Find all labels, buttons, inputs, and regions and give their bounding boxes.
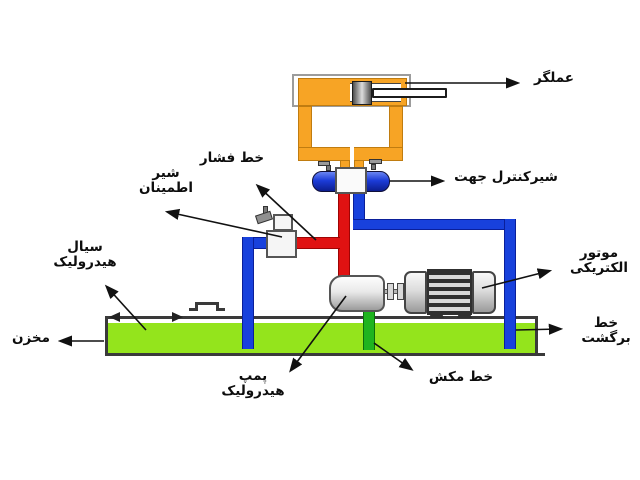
directional-valve-right-cap [364, 171, 390, 192]
label-pump-line2: هیدرولیک [221, 383, 285, 400]
pressure-pipe-vertical [338, 192, 350, 277]
label-pump-line1: پمپ [238, 368, 268, 384]
return-pipe-vertical [504, 219, 516, 349]
label-return-line-line1: خط [593, 315, 619, 331]
breather-cap-icon [195, 302, 219, 305]
label-directional-valve: شیرکنترل جهت [454, 169, 558, 185]
breather-flange-right [217, 308, 225, 311]
actuator-pipe-divider [350, 147, 354, 171]
label-motor: موتور الکتریکی [562, 245, 636, 277]
relief-valve-body [266, 230, 297, 258]
relief-valve-lever [255, 210, 273, 225]
tank-right-wall [535, 316, 538, 356]
label-actuator: عملگر [533, 70, 575, 86]
actuator-rod [372, 88, 447, 98]
breather-flange-left [189, 308, 197, 311]
solenoid-left-icon [318, 161, 330, 166]
motor-foot-right [457, 312, 472, 318]
pressure-pipe-tee [294, 237, 340, 249]
motor-left-cap [404, 271, 427, 314]
motor-fins [427, 269, 472, 315]
coupling-disc-right [397, 283, 404, 300]
flow-arrow-left-icon [109, 312, 120, 322]
relief-drain-pipe-vertical [242, 237, 254, 349]
relief-valve-pilot [273, 214, 293, 231]
label-suction-line: خط مکش [428, 369, 494, 385]
label-return-line: خط برگشت [573, 315, 639, 347]
tank-left-wall [105, 316, 108, 356]
solenoid-right-icon [369, 159, 382, 164]
actuator-piston [352, 81, 372, 105]
label-motor-line2: الکتریکی [569, 260, 629, 277]
label-reservoir: مخزن [11, 330, 50, 346]
label-hydraulic-fluid-line2: هیدرولیک [53, 254, 117, 271]
breather-stem-left [195, 302, 198, 311]
coupling-disc-left [387, 283, 394, 300]
motor-right-cap [472, 271, 496, 314]
label-pump: پمپ هیدرولیک [221, 368, 285, 400]
label-pressure-line: خط فشار [199, 150, 265, 166]
label-relief-valve-line2: اطمینان [138, 180, 193, 197]
breather-stem-right [216, 302, 219, 311]
solenoid-left-stem [326, 165, 331, 171]
flow-arrow-right-icon [172, 312, 183, 322]
motor-foot-left [429, 312, 444, 318]
label-hydraulic-fluid-line1: سیال [67, 239, 103, 255]
directional-valve-body [335, 167, 367, 194]
label-hydraulic-fluid: سیال هیدرولیک [43, 239, 127, 271]
solenoid-right-stem [371, 164, 376, 170]
label-return-line-line2: برگشت [581, 330, 631, 347]
label-relief-valve: شیر اطمینان [130, 165, 202, 197]
suction-pipe [363, 308, 375, 350]
label-relief-valve-line1: شیر [152, 165, 180, 181]
tank-fluid [108, 323, 535, 353]
tank-bottom-edge [105, 353, 545, 356]
tank-top-edge [105, 316, 538, 319]
return-pipe-horizontal [353, 219, 516, 230]
pump-body [329, 275, 385, 312]
label-motor-line1: موتور [579, 245, 619, 261]
